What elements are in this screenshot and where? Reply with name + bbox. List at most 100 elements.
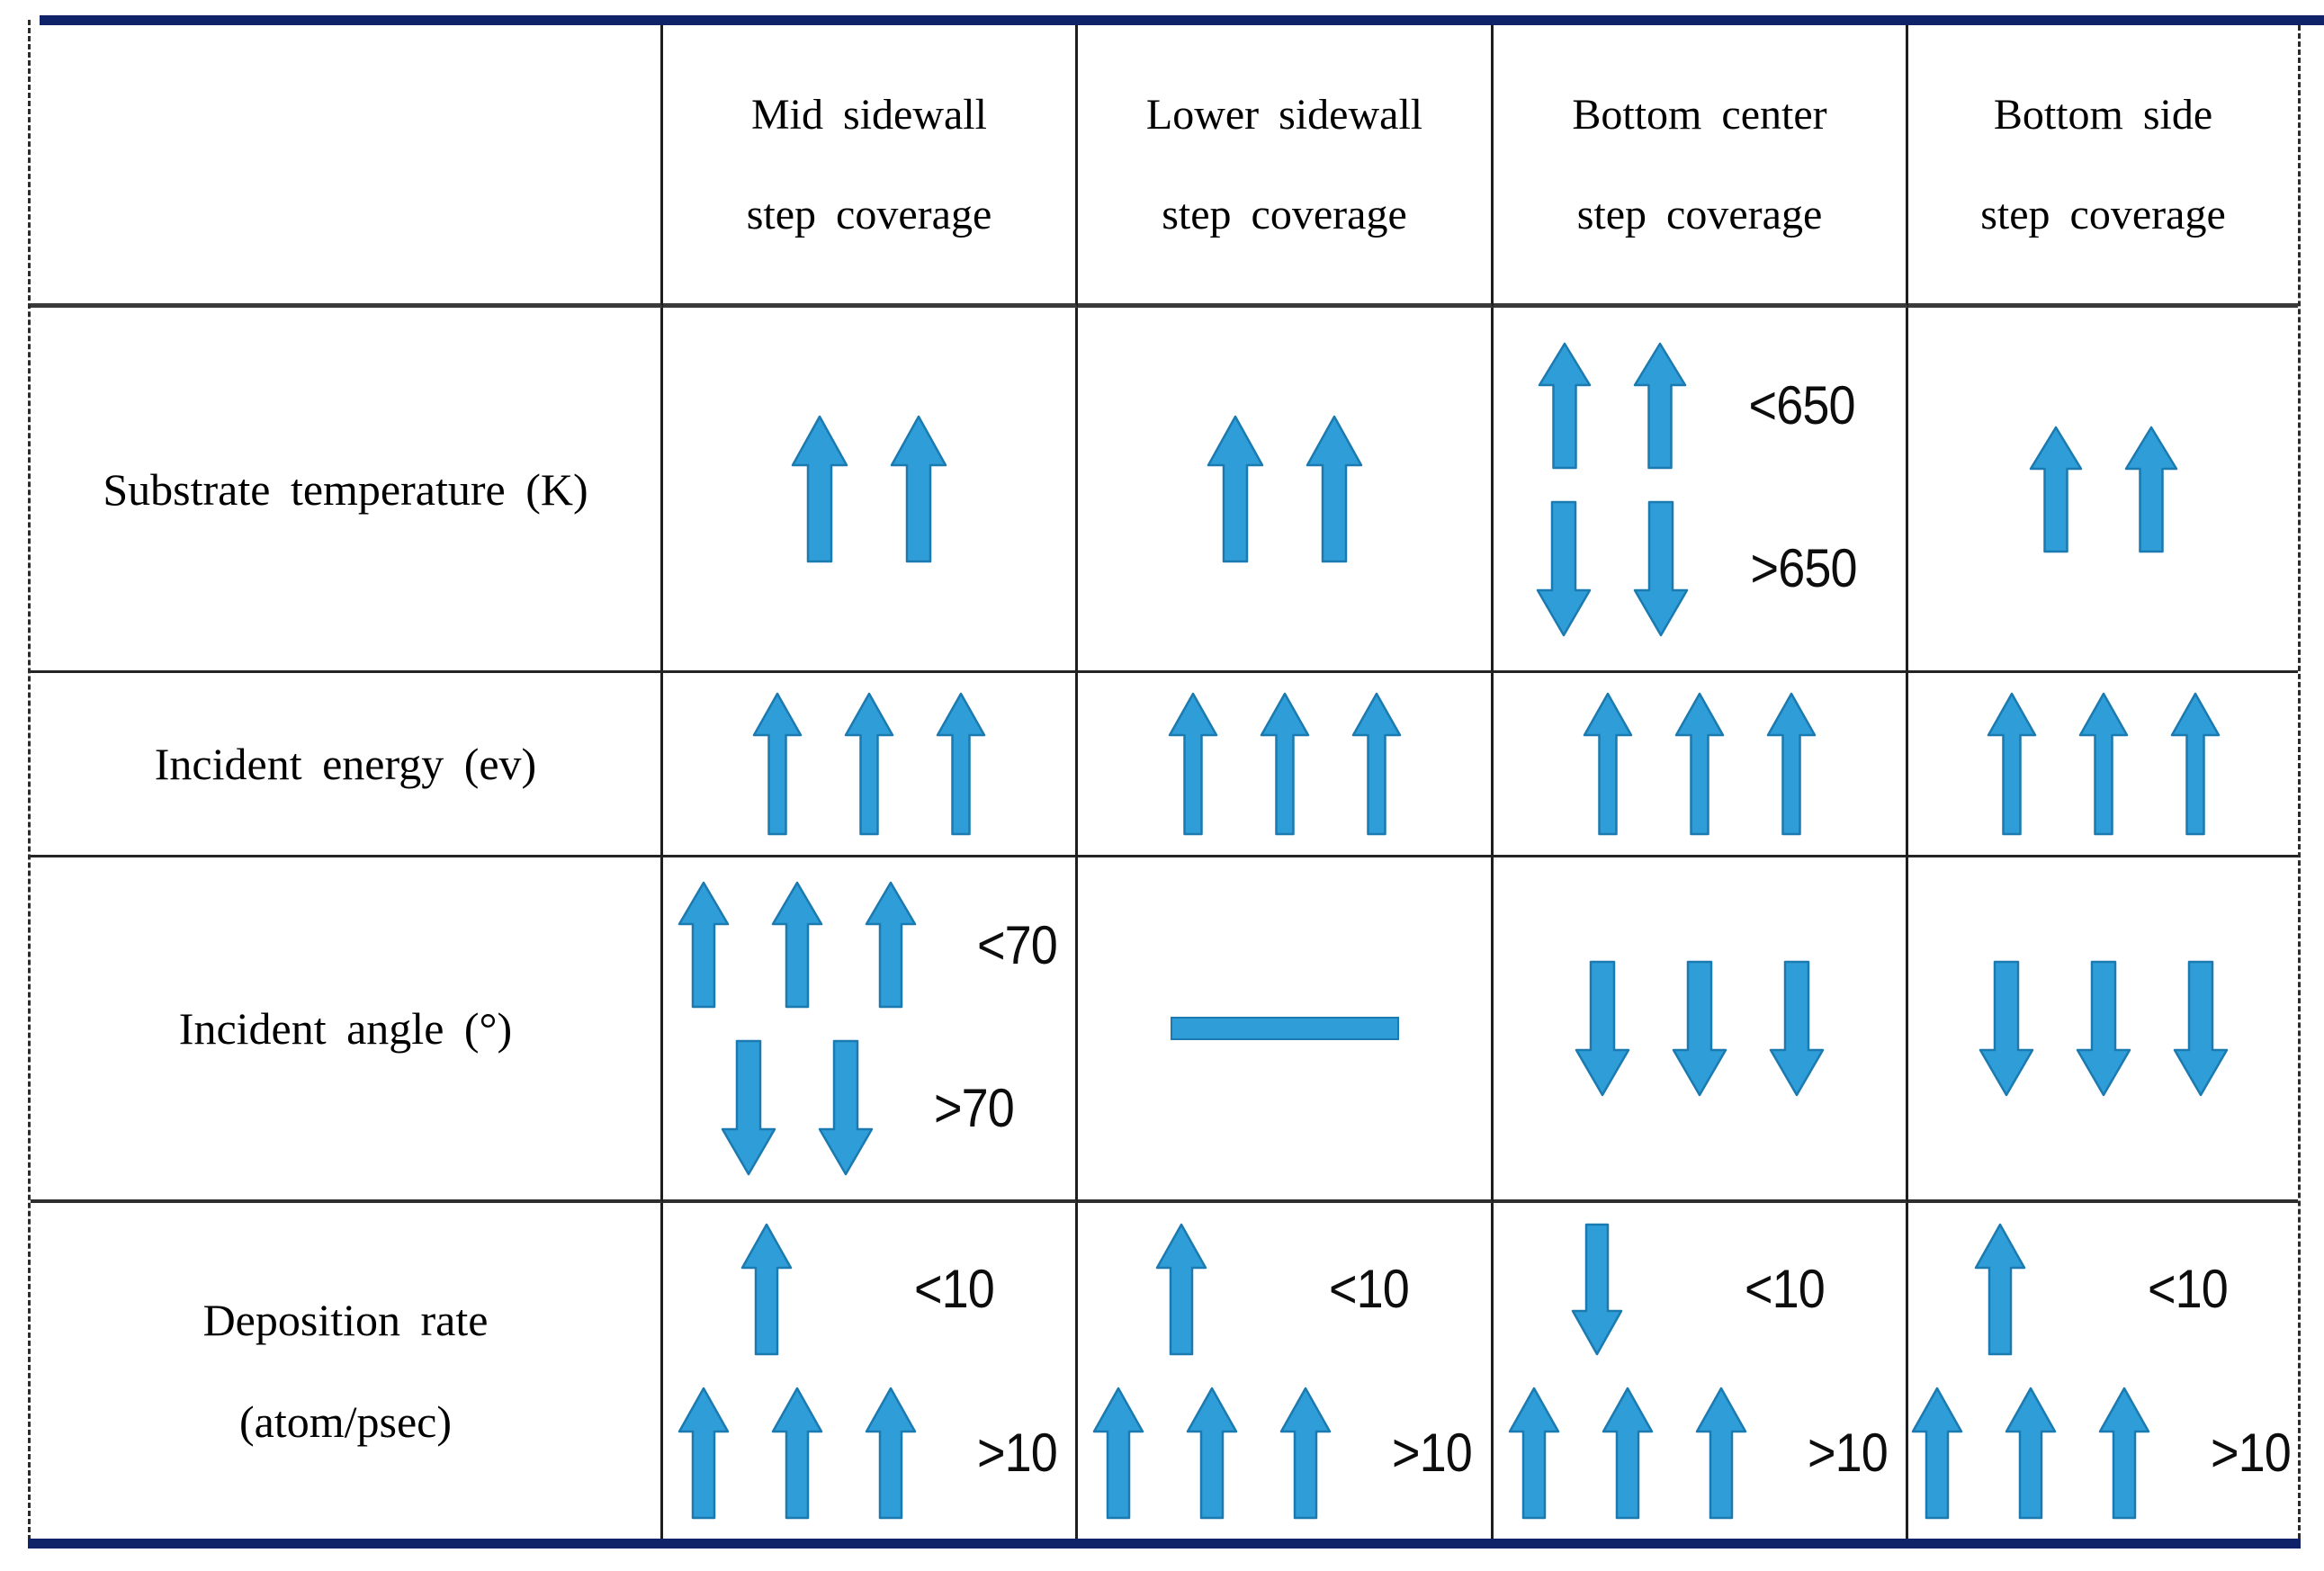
top-navy-border <box>40 15 2324 25</box>
up-arrow-icon <box>2098 1387 2150 1519</box>
down-arrow-group: <10 <box>1571 1223 1829 1356</box>
up-arrow-group <box>2029 426 2178 553</box>
row-label-line: Incident angle (°) <box>178 1003 513 1054</box>
up-arrow-icon <box>740 1223 792 1355</box>
up-arrow-icon <box>865 1387 916 1519</box>
up-arrow-icon <box>1306 415 1362 563</box>
col-header-line1: Bottom side <box>1993 90 2213 139</box>
cell-angle-mid-sidewall: <70 >70 <box>663 857 1078 1203</box>
threshold-label: >10 <box>1807 1423 1889 1483</box>
up-arrow-group: <10 <box>740 1223 999 1356</box>
threshold-label: >70 <box>933 1077 1015 1138</box>
col-header-line1: Lower sidewall <box>1145 90 1423 139</box>
up-arrow-icon <box>1911 1387 1963 1519</box>
cell-temp-bottom-side <box>1908 308 2298 673</box>
up-arrow-icon <box>1987 692 2036 836</box>
down-arrow-icon <box>1575 960 1630 1097</box>
row-label-line: Incident energy (ev) <box>154 739 537 789</box>
row-label-substrate-temperature: Substrate temperature (K) <box>31 308 663 673</box>
threshold-label: <10 <box>2148 1259 2229 1319</box>
up-arrow-icon <box>1766 692 1817 836</box>
parameter-coverage-table: Mid sidewall step coverage Lower sidewal… <box>31 25 2298 1539</box>
cell-energy-bottom-center <box>1494 673 1908 857</box>
up-arrow-group: <10 <box>1155 1223 1413 1356</box>
bottom-navy-border <box>28 1539 2301 1549</box>
col-header-line1: Mid sidewall <box>751 90 987 139</box>
cell-energy-mid-sidewall <box>663 673 1078 857</box>
threshold-label: >10 <box>976 1423 1058 1483</box>
cell-angle-bottom-side <box>1908 857 2298 1203</box>
up-arrow-group: >10 <box>1508 1387 1892 1520</box>
up-arrow-group <box>752 692 986 836</box>
cell-rate-bottom-center: <10 >10 <box>1494 1203 1908 1539</box>
up-arrow-icon <box>677 881 729 1009</box>
cell-energy-bottom-side <box>1908 673 2298 857</box>
down-arrow-group: >650 <box>1536 500 1862 637</box>
up-arrow-icon <box>2078 692 2128 836</box>
up-arrow-icon <box>1674 692 1725 836</box>
cell-temp-bottom-center: <650 >650 <box>1494 308 1908 673</box>
up-arrow-icon <box>890 415 947 563</box>
threshold-label: <650 <box>1748 375 1856 435</box>
threshold-label: <70 <box>976 914 1058 975</box>
row-label-deposition-rate: Deposition rate (atom/psec) <box>31 1203 663 1539</box>
up-arrow-icon <box>865 881 916 1009</box>
down-arrow-icon <box>1537 500 1592 636</box>
col-header-line1: Bottom center <box>1572 90 1827 139</box>
up-arrow-icon <box>1602 1387 1653 1519</box>
up-arrow-icon <box>1186 1387 1238 1519</box>
up-arrow-icon <box>1351 692 1401 836</box>
threshold-label: >10 <box>1392 1423 1473 1483</box>
col-header-bottom-side: Bottom side step coverage <box>1908 25 2298 308</box>
down-arrow-icon <box>1672 960 1727 1097</box>
cell-temp-lower-sidewall <box>1078 308 1494 673</box>
up-arrow-group <box>1987 692 2221 836</box>
up-arrow-group: <650 <box>1538 342 1861 470</box>
cell-rate-mid-sidewall: <10 >10 <box>663 1203 1078 1539</box>
up-arrow-icon <box>936 692 986 836</box>
no-change-dash-icon <box>1170 1017 1399 1040</box>
up-arrow-group: >10 <box>677 1387 1062 1520</box>
row-label-incident-angle: Incident angle (°) <box>31 857 663 1203</box>
cell-energy-lower-sidewall <box>1078 673 1494 857</box>
up-arrow-icon <box>1695 1387 1746 1519</box>
threshold-label: <10 <box>1329 1259 1410 1319</box>
up-arrow-icon <box>752 692 803 836</box>
up-arrow-group: >10 <box>1092 1387 1476 1520</box>
up-arrow-group <box>1168 692 1402 836</box>
cell-angle-bottom-center <box>1494 857 1908 1203</box>
up-arrow-icon <box>771 881 822 1009</box>
threshold-label: <10 <box>913 1259 995 1319</box>
down-arrow-group <box>1575 960 1825 1097</box>
corner-cell <box>31 25 663 308</box>
down-arrow-icon <box>1571 1223 1622 1355</box>
up-arrow-icon <box>1155 1223 1207 1355</box>
up-arrow-icon <box>1168 692 1217 836</box>
down-arrow-icon <box>2076 960 2131 1097</box>
row-label-incident-energy: Incident energy (ev) <box>31 673 663 857</box>
threshold-label: >650 <box>1750 538 1858 598</box>
up-arrow-group <box>1583 692 1817 836</box>
down-arrow-icon <box>1634 500 1689 636</box>
col-header-bottom-center: Bottom center step coverage <box>1494 25 1908 308</box>
row-label-line: Substrate temperature (K) <box>103 463 588 515</box>
down-arrow-group <box>1979 960 2229 1097</box>
cell-angle-lower-sidewall <box>1078 857 1494 1203</box>
up-arrow-icon <box>791 415 848 563</box>
up-arrow-icon <box>1583 692 1633 836</box>
cell-temp-mid-sidewall <box>663 308 1078 673</box>
col-header-line2: step coverage <box>1576 190 1823 238</box>
col-header-lower-sidewall: Lower sidewall step coverage <box>1078 25 1494 308</box>
up-arrow-icon <box>1092 1387 1144 1519</box>
cell-rate-bottom-side: <10 >10 <box>1908 1203 2298 1539</box>
down-arrow-icon <box>721 1039 776 1176</box>
up-arrow-group: <70 <box>677 881 1062 1009</box>
threshold-label: >10 <box>2211 1423 2292 1483</box>
col-header-line2: step coverage <box>746 190 992 238</box>
down-arrow-icon <box>2173 960 2228 1097</box>
up-arrow-icon <box>2029 426 2082 552</box>
up-arrow-icon <box>1974 1223 2026 1355</box>
row-label-line: (atom/psec) <box>238 1396 452 1447</box>
cell-rate-lower-sidewall: <10 >10 <box>1078 1203 1494 1539</box>
